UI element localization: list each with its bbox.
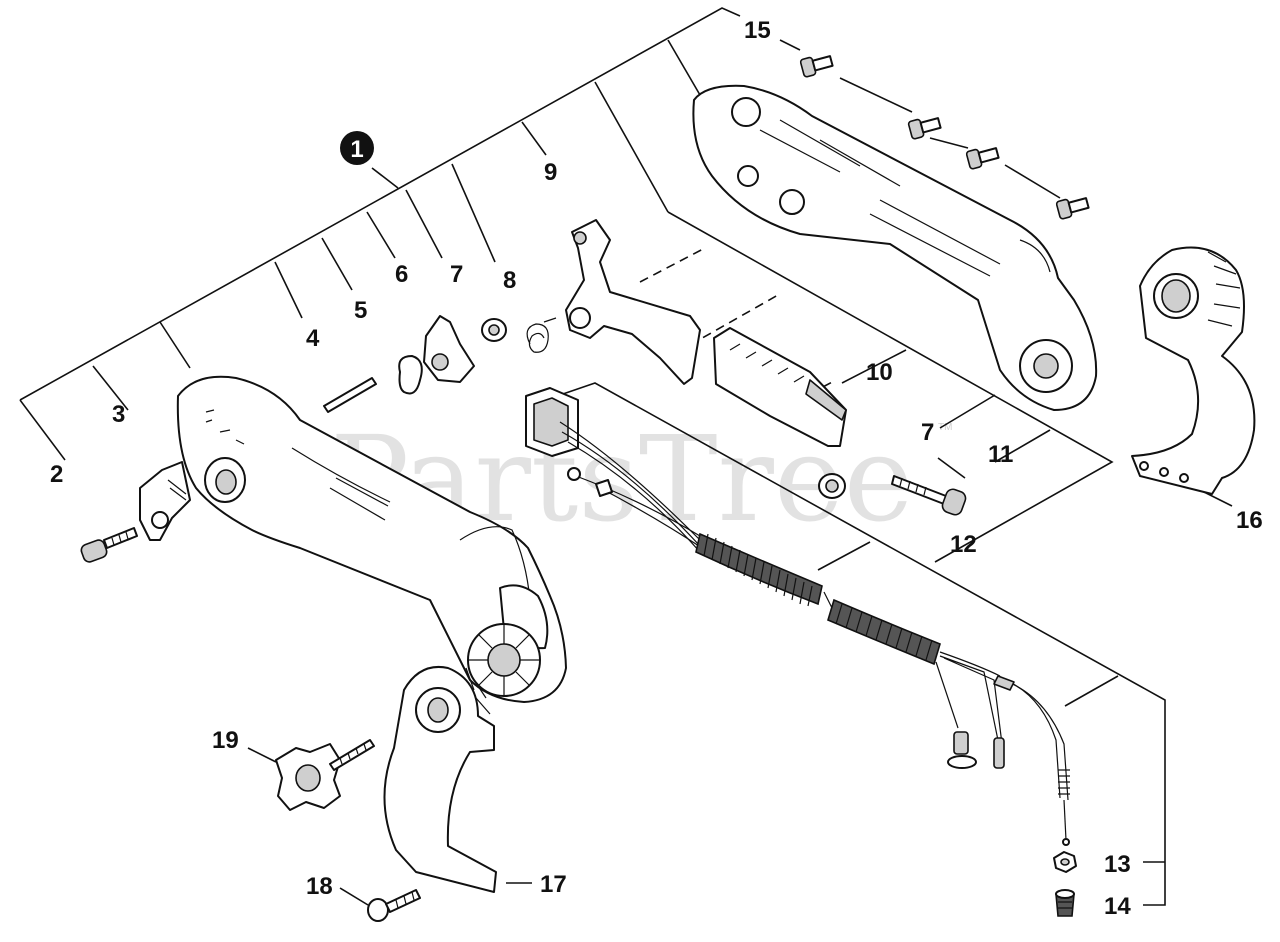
part-5-clip <box>398 355 423 395</box>
part-2-bolt <box>80 527 138 563</box>
callout-7-upper: 7 <box>450 261 463 288</box>
part-16-clamp <box>1131 246 1256 495</box>
part-7-nut-2 <box>818 473 846 499</box>
part-19-knob <box>275 739 375 811</box>
callout-6: 6 <box>395 261 408 288</box>
part-9-trigger <box>565 219 701 385</box>
callout-19: 19 <box>212 727 239 754</box>
callout-3: 3 <box>112 401 125 428</box>
callout-2: 2 <box>50 461 63 488</box>
harness-bracket-lines <box>559 382 1166 906</box>
label-leaders <box>247 39 1233 906</box>
part-13-nut <box>1053 851 1077 873</box>
part-14-adjuster <box>1055 889 1075 917</box>
callout-10: 10 <box>866 359 893 386</box>
callout-9: 9 <box>544 159 557 186</box>
part-6-switch <box>423 315 475 383</box>
part-11-bolt <box>891 475 967 516</box>
part-15-screws <box>799 55 1090 220</box>
callout-17: 17 <box>540 871 567 898</box>
part-4-pin <box>323 377 377 413</box>
part-8-spring <box>526 317 557 353</box>
part-15-handle-half <box>692 84 1098 411</box>
callout-18: 18 <box>306 873 333 900</box>
part-7-nut <box>481 318 507 342</box>
callout-14: 14 <box>1104 893 1131 920</box>
part-12-harness <box>525 387 1070 846</box>
main-handle-body <box>176 375 567 703</box>
callout-5: 5 <box>354 297 367 324</box>
callout-4: 4 <box>306 325 320 352</box>
callout-8: 8 <box>503 267 516 294</box>
watermark-trademark: TM <box>938 422 952 433</box>
part-18-screw <box>367 889 421 922</box>
callout-11: 11 <box>988 441 1013 468</box>
callout-16: 16 <box>1236 507 1263 534</box>
callout-15: 15 <box>744 17 771 44</box>
part-17-clamp <box>383 666 497 893</box>
callout-7-lower: 7 <box>921 419 934 446</box>
callout-13: 13 <box>1104 851 1131 878</box>
part-10-switch-block <box>713 327 847 447</box>
callout-12: 12 <box>950 531 977 558</box>
assembly-marker-label: 1 <box>350 136 363 163</box>
assembly-marker: 1 <box>340 131 374 165</box>
part-3-lever <box>139 461 191 541</box>
assembly-bracket-lines <box>19 7 1114 563</box>
callouts: 2 3 4 5 6 7 8 9 10 7 11 12 13 14 15 16 1… <box>50 17 1263 920</box>
